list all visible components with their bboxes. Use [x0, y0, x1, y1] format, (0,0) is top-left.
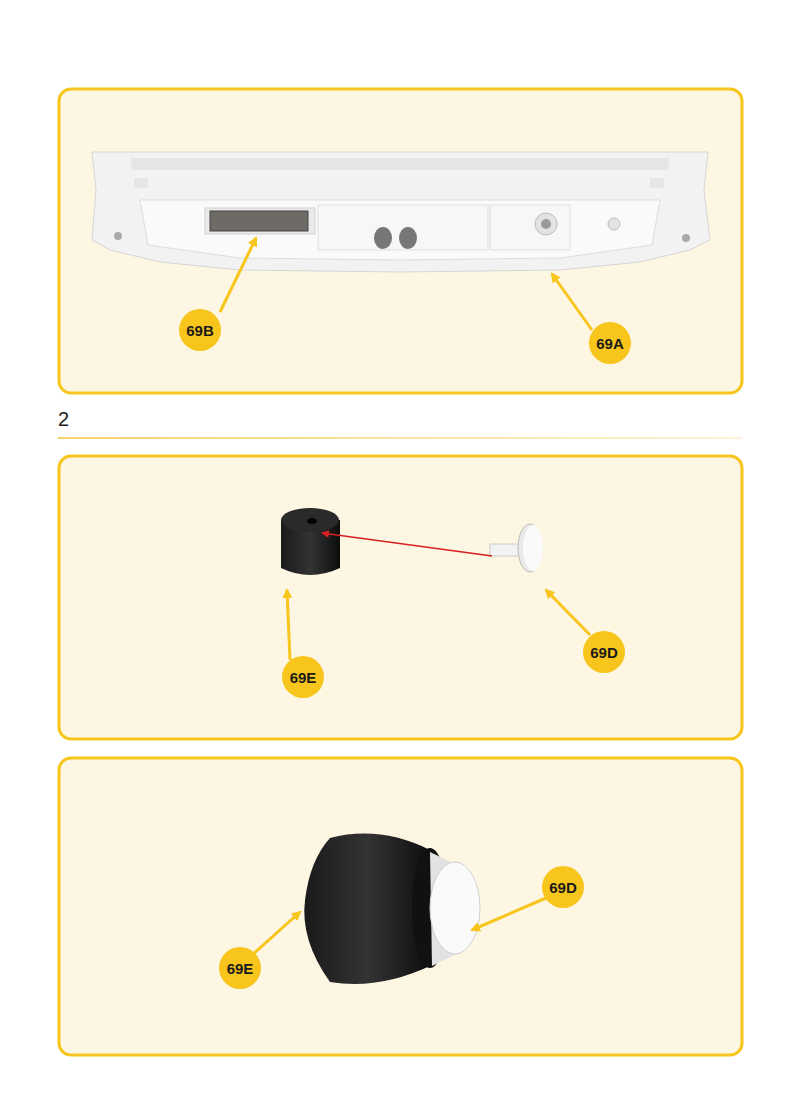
- step-number: 2: [58, 408, 69, 431]
- callout-text: 69D: [549, 879, 577, 896]
- leader-line: [552, 274, 592, 330]
- leader-line: [220, 238, 256, 312]
- divider: [58, 437, 742, 439]
- leader-line: [287, 590, 290, 660]
- pin-part: [490, 524, 543, 572]
- callout-text: 69E: [227, 960, 254, 977]
- direction-arrow: [322, 533, 492, 556]
- callout-text: 69A: [596, 335, 624, 352]
- assembled-part: [304, 834, 480, 984]
- leader-line: [252, 912, 300, 955]
- panel: [59, 456, 742, 739]
- callout-text: 69B: [186, 322, 214, 339]
- callout-number: 69A: [589, 322, 631, 364]
- panel: [59, 758, 742, 1055]
- callout-text: 69E: [290, 669, 317, 686]
- callout-text: 69D: [590, 644, 618, 661]
- leader-line: [546, 590, 590, 635]
- rubber-cylinder: [281, 508, 340, 575]
- callout-number: 69D: [542, 866, 584, 908]
- leader-line: [472, 898, 546, 930]
- callout-number: 69B: [179, 309, 221, 351]
- bumper-part: [92, 152, 710, 272]
- callout-number: 69E: [219, 947, 261, 989]
- callout-number: 69E: [282, 656, 324, 698]
- panel: [59, 89, 742, 393]
- callout-number: 69D: [583, 631, 625, 673]
